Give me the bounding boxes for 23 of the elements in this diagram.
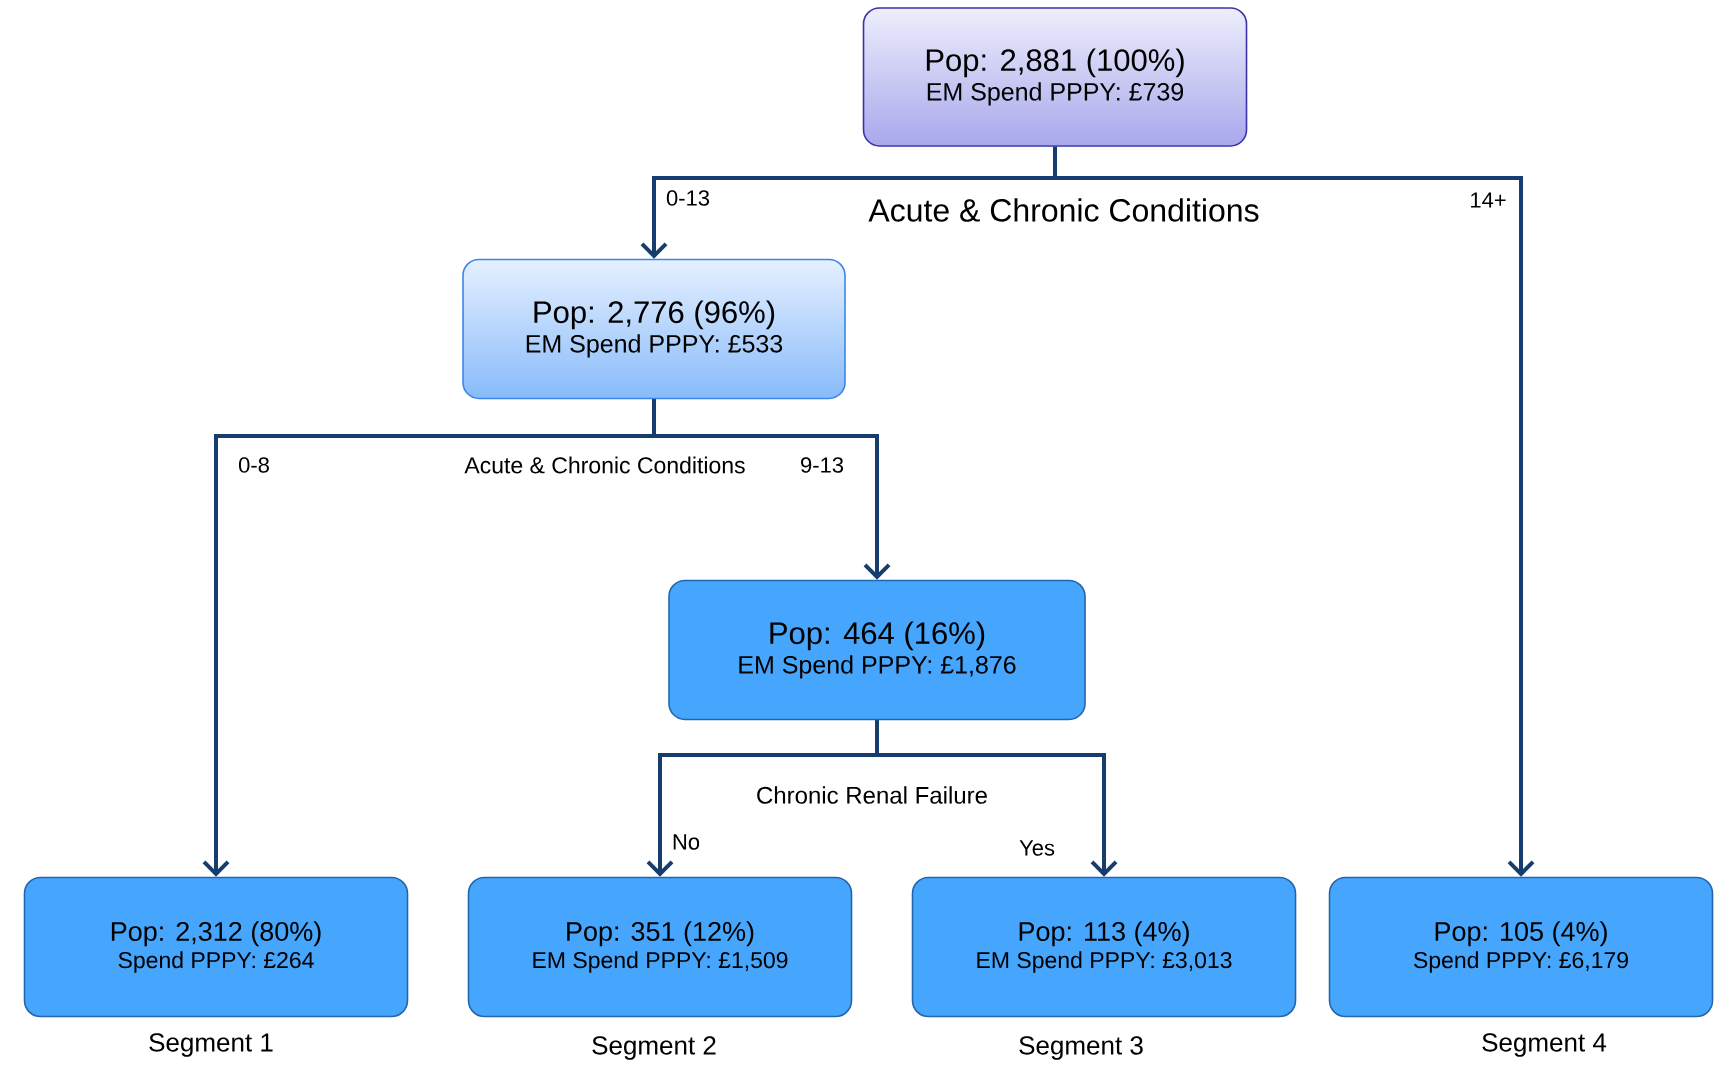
segment-label: Segment 3 [1019,1036,1143,1060]
segment-label: Segment 2 [592,1036,716,1060]
segment-label: Segment 1 [149,1033,273,1057]
decision-box: Pop: 2,312 (80%) Spend PPPY: £264 [23,876,409,1018]
arrow [1053,146,1535,877]
edge-label: No [673,834,700,850]
segment-label: Segment 4 [1482,1033,1607,1057]
decision-box: Pop: 113 (4%) EM Spend PPPY: £3,013 [911,876,1297,1018]
criterion-label: Acute & Chronic Conditions [868,198,1259,222]
edge-label: 14+ [1471,192,1506,208]
edge-label: Yes [1019,840,1055,856]
edge-label: 0-8 [238,457,269,473]
decision-box: Pop: 351 (12%) EM Spend PPPY: £1,509 [467,876,853,1018]
decision-box: Pop: 464 (16%) EM Spend PPPY: £1,876 [668,579,1086,721]
edge-label: 9-13 [801,457,844,473]
decision-box: Pop: 2,776 (96%) EM Spend PPPY: £533 [462,258,846,400]
arrow [652,399,891,580]
criterion-label: Chronic Renal Failure [757,786,987,804]
criterion-label: Acute & Chronic Conditions [464,456,745,474]
decision-box: Pop: 2,881 (100%) EM Spend PPPY: £739 [862,7,1248,147]
arrow [875,720,1118,877]
edge-label: 0-13 [666,190,710,206]
decision-box: Pop: 105 (4%) Spend PPPY: £6,179 [1328,876,1714,1018]
